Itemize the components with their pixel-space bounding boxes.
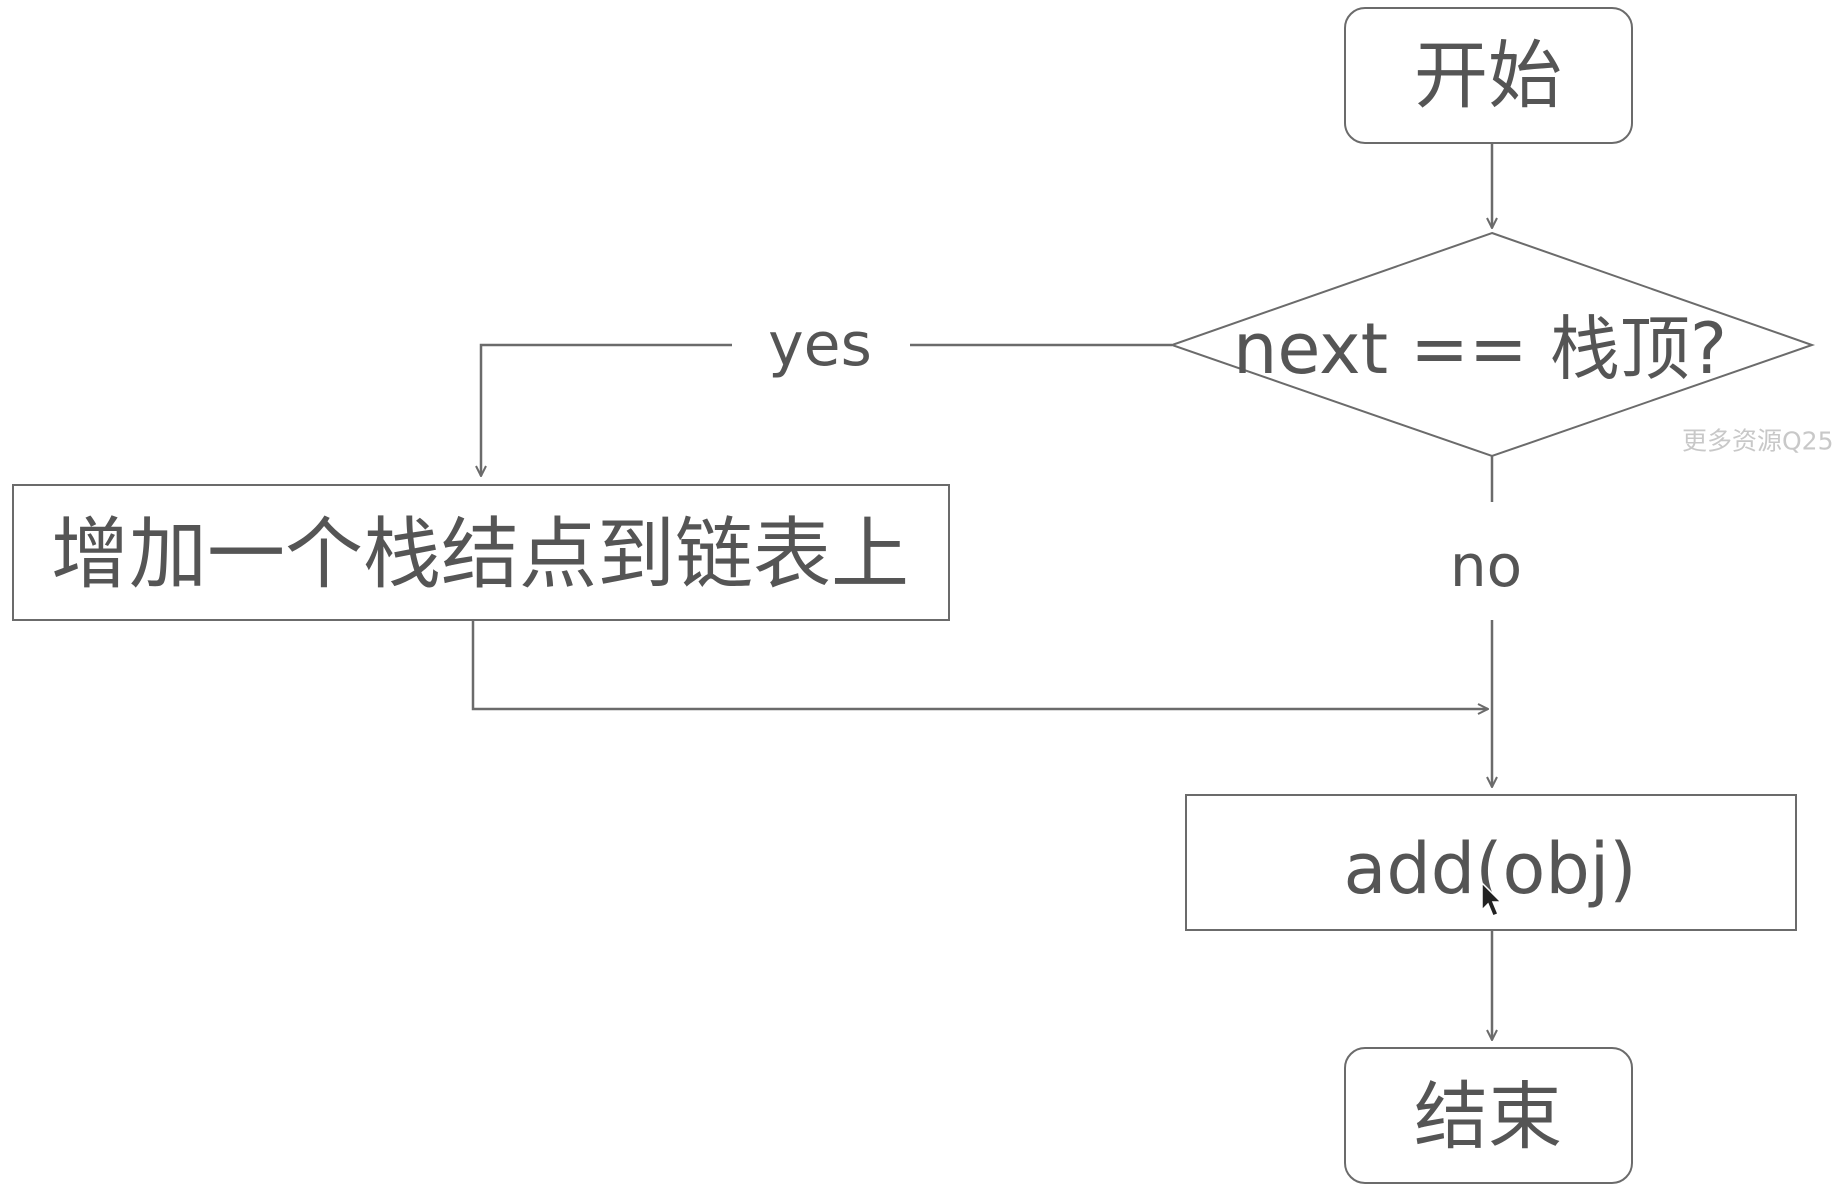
- yes-label: yes: [768, 310, 872, 380]
- decision-node: next == 栈顶?: [1168, 231, 1816, 458]
- add-node-label: 增加一个栈结点到链表上: [51, 510, 909, 600]
- edge-yes-to-add-node: [481, 343, 732, 476]
- no-label: no: [1450, 532, 1522, 600]
- start-label: 开始: [1414, 33, 1562, 119]
- end-node: 结束: [1344, 1047, 1633, 1184]
- mouse-cursor-icon: [1481, 881, 1503, 917]
- end-label: 结束: [1414, 1074, 1562, 1160]
- start-node: 开始: [1344, 7, 1633, 144]
- decision-label: next == 栈顶?: [1233, 308, 1727, 390]
- add-node-box: 增加一个栈结点到链表上: [12, 484, 950, 621]
- watermark: 更多资源Q25: [1682, 427, 1834, 456]
- edge-add-node-to-merge: [471, 620, 1488, 709]
